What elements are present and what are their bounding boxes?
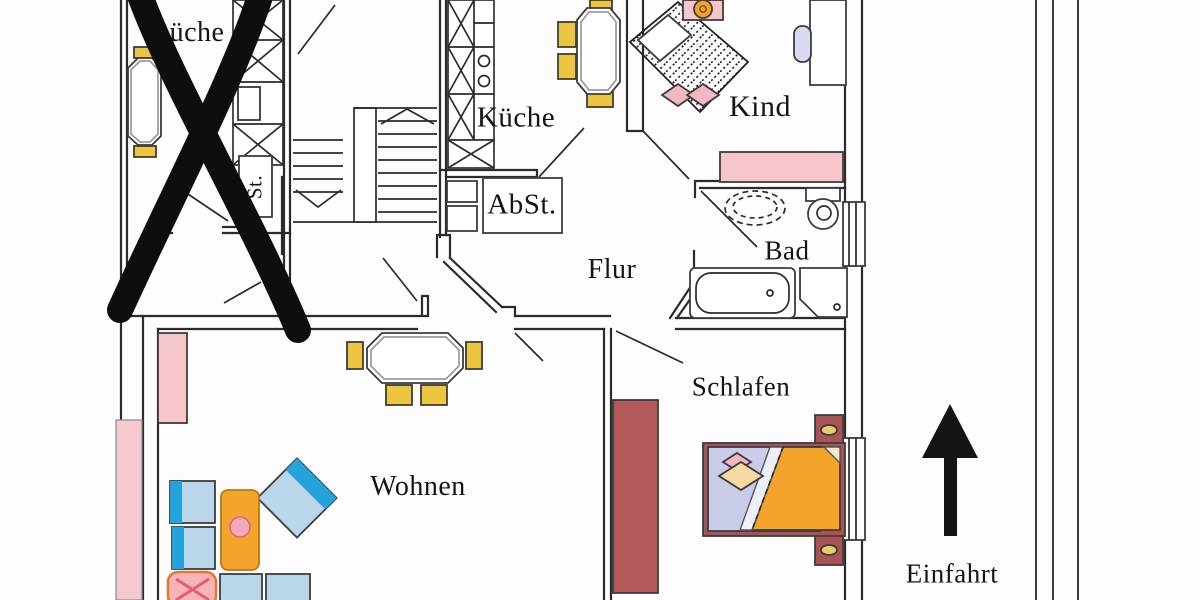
side-table [166,570,218,600]
armchair-rotated [256,457,338,539]
armchair [171,526,216,570]
stairs-down-arrow [295,189,342,209]
room-label-living: Wohnen [370,471,466,502]
staircase [282,0,437,318]
room-label-neighbor-kitchen: üche [169,17,225,48]
driveway-arrow-icon [922,404,978,536]
bedroom-window [842,437,866,541]
room-label-storage: AbSt. [487,188,557,221]
kitchen-dining-table [557,0,621,108]
property-boundary-lines [1035,0,1079,600]
toilet [805,187,841,230]
pillow [717,460,765,492]
stove-burner [477,74,491,88]
neighbor-dining-table [127,46,162,158]
sofa-group [166,457,338,600]
bathtub [689,267,796,319]
double-bed [702,414,846,566]
neighbor-furniture-strip [115,419,143,600]
room-label-hall: Flur [587,254,637,285]
living-cabinet [157,332,188,424]
child-nightstand [682,0,724,21]
storage-label-box [482,177,563,234]
washbasin [724,190,786,226]
room-label-kitchen: Küche [476,101,556,134]
child-bed [628,0,750,114]
sofa-seat [219,573,263,600]
folded-corner [822,446,841,465]
cross-out-mark [107,0,311,343]
label-driveway: Einfahrt [905,558,999,589]
kitchen-counter [447,0,495,169]
living-dining-table [346,332,483,406]
storage-shelves [446,177,563,234]
desk-chair [793,25,812,63]
sofa-seat [265,573,311,600]
pillow [660,82,696,108]
door-swings [514,127,758,364]
room-label-child: Kind [729,90,791,123]
stairwell-door-swing [382,257,418,302]
room-label-bath: Bad [764,235,810,266]
shower [799,267,848,318]
armchair [169,480,216,524]
stove-burner [477,54,491,68]
room-label-bedroom: Schlafen [691,371,791,402]
pillow [685,82,721,108]
vase [229,516,251,538]
stairs-up-arrow [380,108,435,125]
child-sideboard [719,151,844,183]
child-desk [809,0,847,86]
bedroom-wardrobe [612,399,659,594]
room-label-neighbor-storage: St. [242,174,267,200]
coffee-table [220,489,260,571]
bath-window [842,201,866,267]
